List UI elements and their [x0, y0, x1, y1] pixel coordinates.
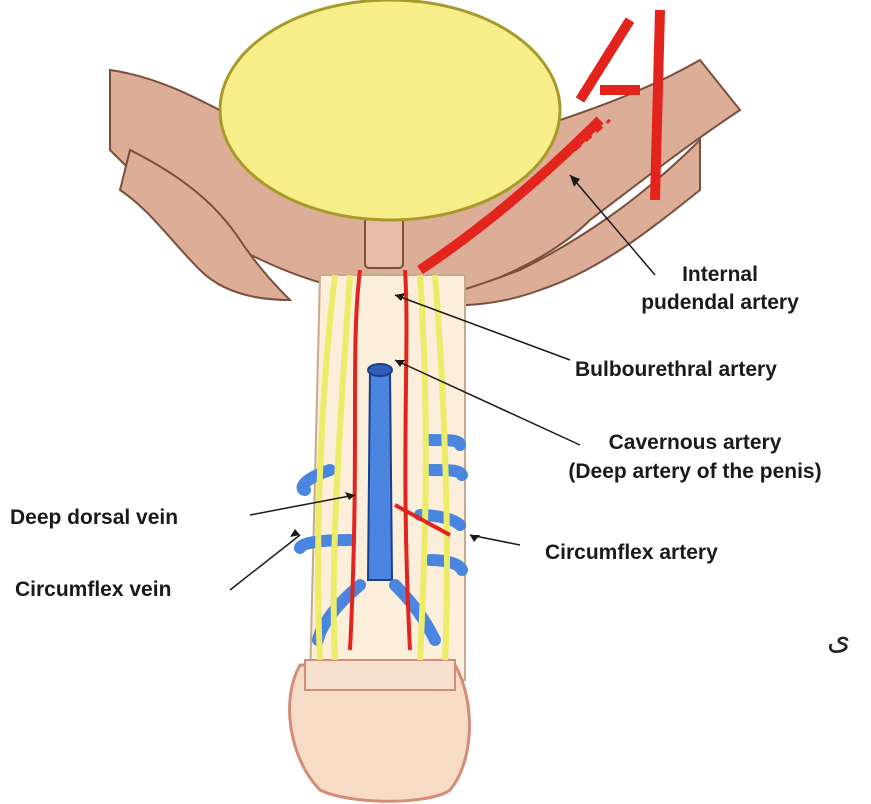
- label-cavernous-artery-line1: Cavernous artery: [530, 430, 860, 456]
- bladder: [220, 0, 560, 220]
- side-glyph: ی: [827, 622, 850, 657]
- pubic-symphysis: [365, 218, 403, 268]
- label-cavernous-artery-line2: (Deep artery of the penis): [530, 459, 860, 485]
- vein-opening: [368, 364, 392, 376]
- corona: [305, 660, 455, 690]
- label-circumflex-artery: Circumflex artery: [545, 540, 718, 566]
- deep-dorsal-vein-trunk: [368, 370, 392, 580]
- label-deep-dorsal-vein: Deep dorsal vein: [10, 505, 178, 531]
- label-internal-pudendal-line1: Internal: [600, 262, 840, 288]
- label-internal-pudendal-line2: pudendal artery: [600, 290, 840, 316]
- label-bulbourethral-artery: Bulbourethral artery: [575, 357, 777, 383]
- label-circumflex-vein: Circumflex vein: [15, 577, 171, 603]
